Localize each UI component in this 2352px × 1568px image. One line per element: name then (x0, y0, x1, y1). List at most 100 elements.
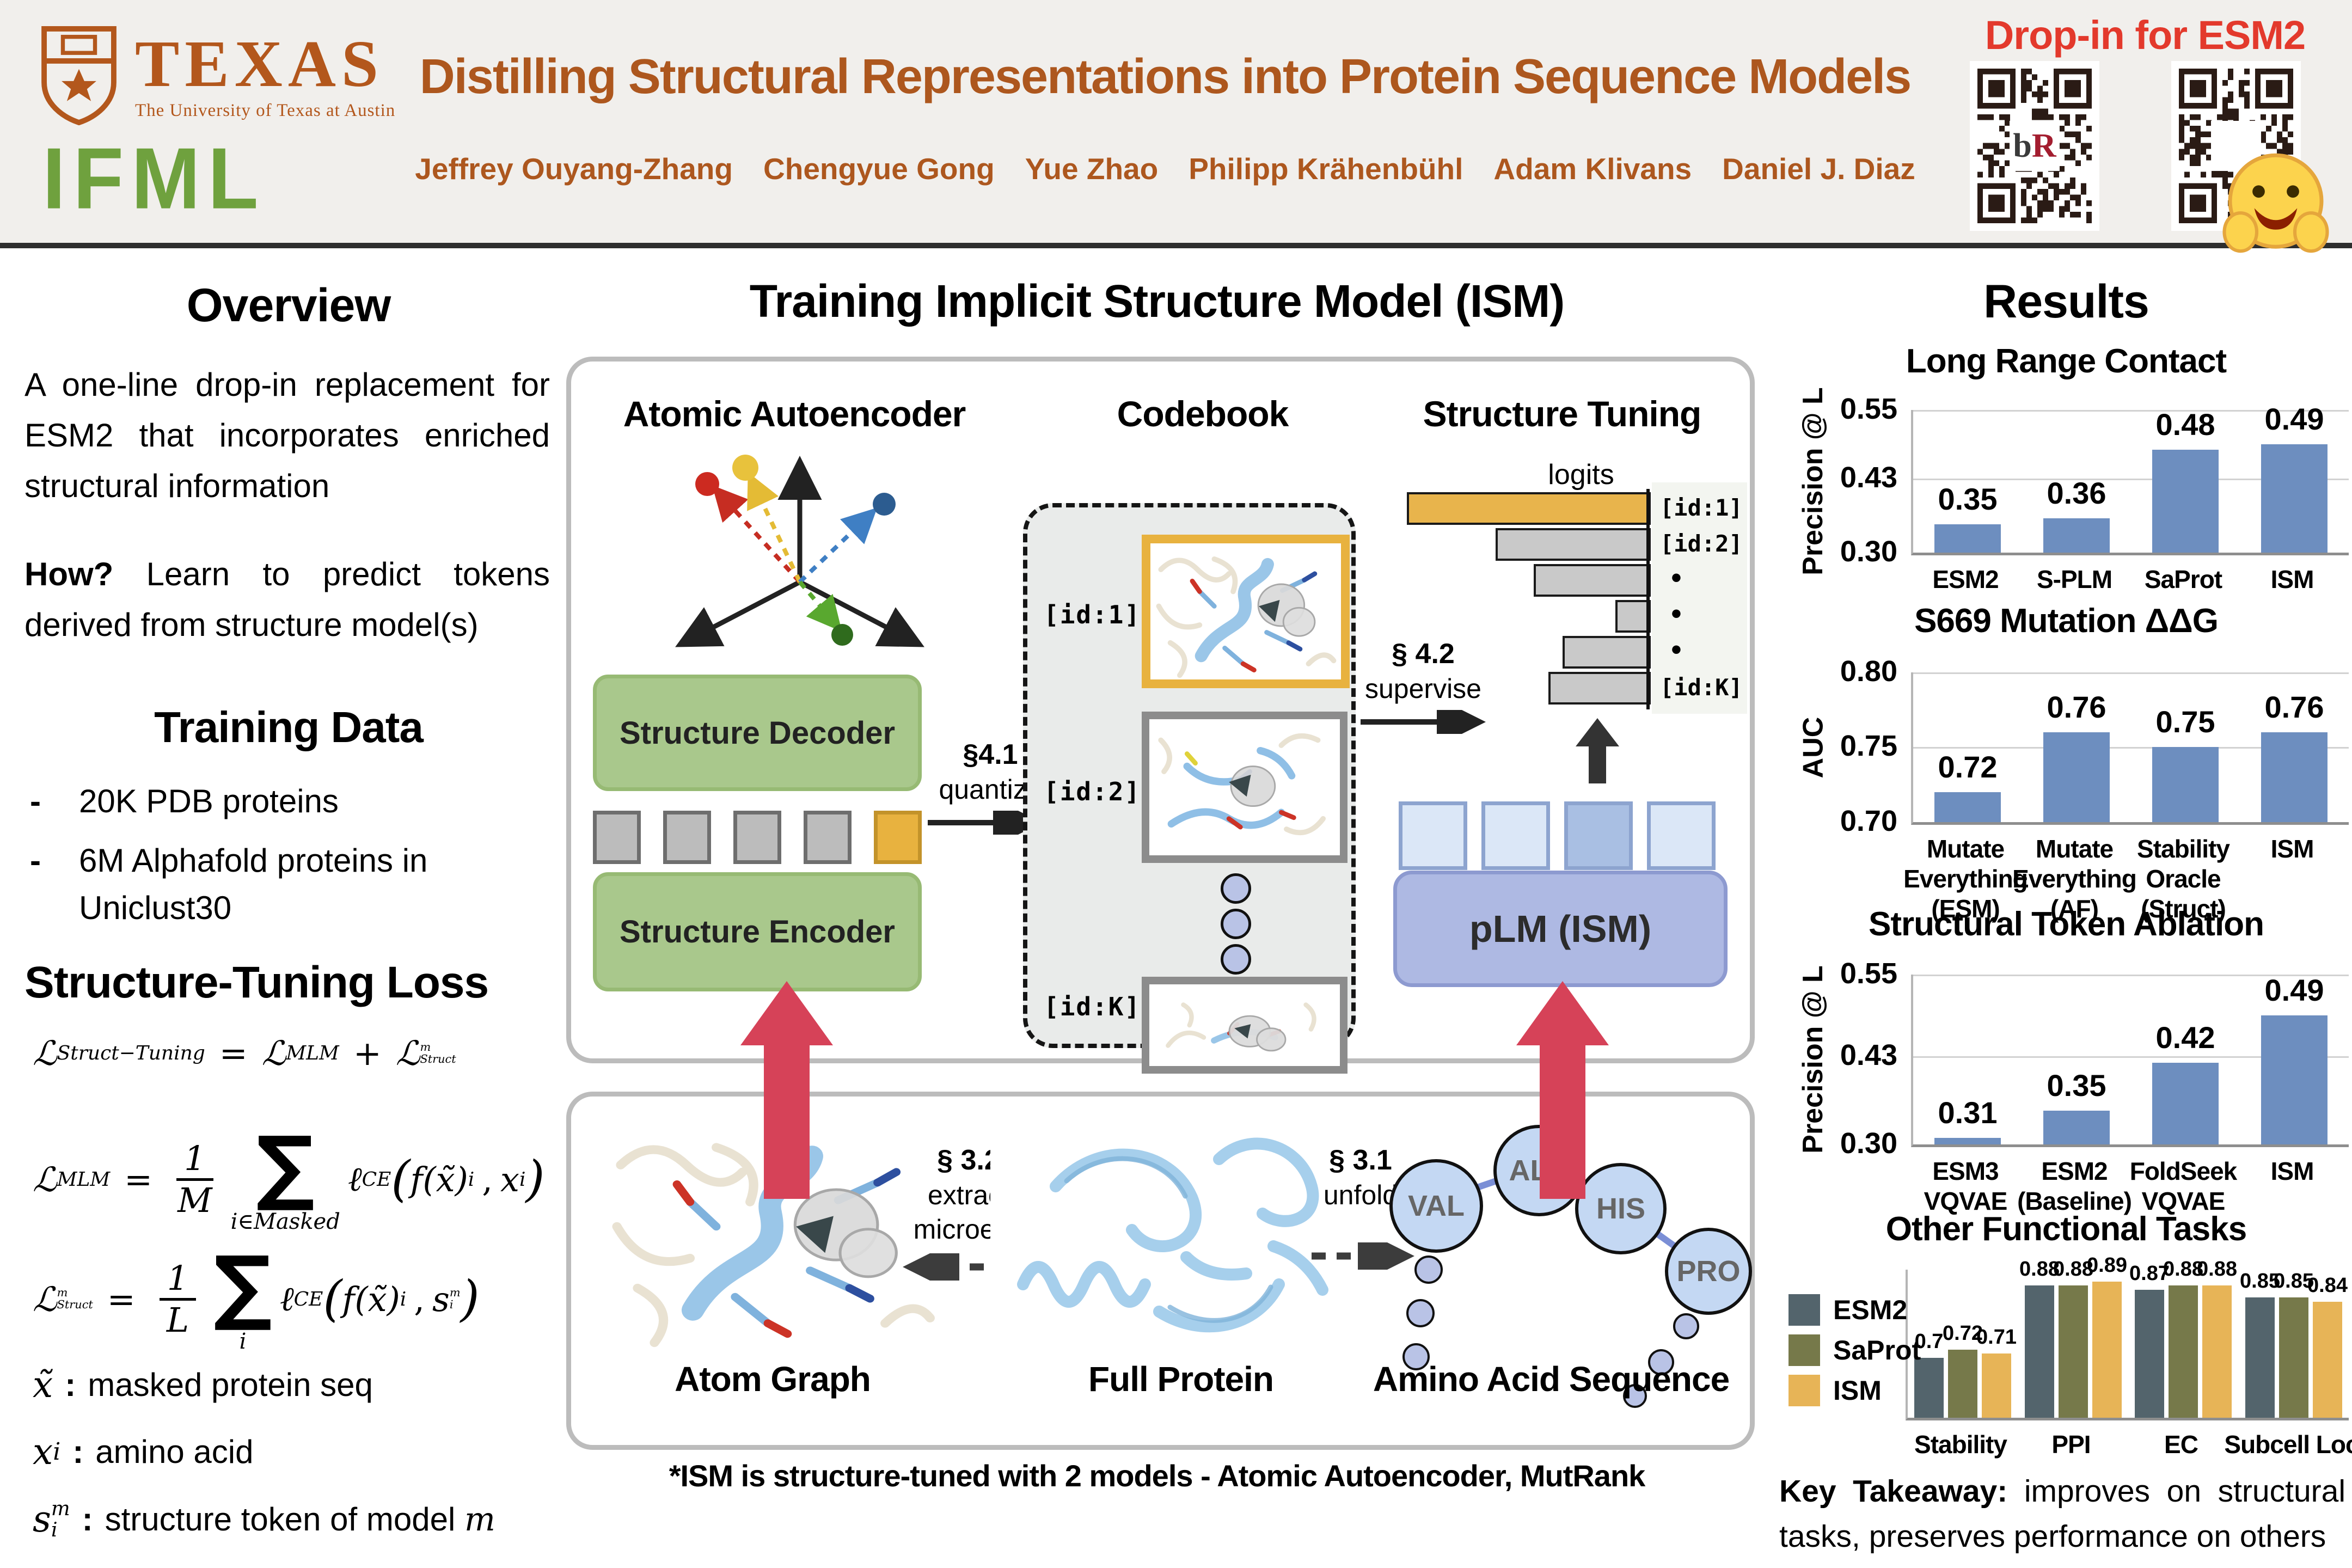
sequence-token (1399, 801, 1467, 870)
bar-esm2 (1914, 1358, 1944, 1418)
bar-value-label: 0.72 (1943, 1322, 1983, 1345)
chart-title: Structural Token Ablation (1869, 905, 2264, 943)
gridline (1913, 1056, 2349, 1058)
sequence-token (1647, 801, 1716, 870)
ism-training-panel: Atomic Autoencoder Codebook Structure Tu… (566, 357, 1755, 1074)
red-up-arrow-left (740, 981, 833, 1199)
bar-value-label: 0.88 (2197, 1258, 2237, 1281)
category-label: FoldSeek VQVAE (2129, 1157, 2238, 1216)
key-takeaway: Key Takeaway: improves on structural tas… (1779, 1474, 2345, 1554)
author-name: Philipp Krähenbühl (1189, 152, 1463, 186)
bar (2152, 747, 2219, 822)
bar-ism (2092, 1282, 2122, 1418)
category-label: Subcell Loc (2224, 1430, 2352, 1459)
bar-saprot (1948, 1350, 1977, 1418)
plm-ism-box: pLM (ISM) (1393, 871, 1728, 987)
category-label: Mutate Everything (AF) (2012, 835, 2137, 923)
latent-token (733, 811, 781, 864)
atom-graph-label: Atom Graph (675, 1359, 871, 1399)
texas-logo: TEXAS The University of Texas at Austin (38, 26, 395, 125)
footnote: *ISM is structure-tuned with 2 models - … (669, 1459, 1646, 1493)
atom-coordinate-axes (675, 455, 924, 647)
section-codebook: Codebook (1117, 394, 1289, 434)
logit-id-label: [id:2] (1660, 530, 1743, 557)
amino-acid-val: VAL (1389, 1159, 1483, 1253)
bar-value-label: 0.76 (2264, 690, 2324, 724)
category-label: Stability (1914, 1430, 2007, 1459)
codebook-image-1 (1142, 535, 1350, 688)
bar-value-label: 0.7 (1914, 1330, 1944, 1353)
university-subtitle: The University of Texas at Austin (135, 100, 396, 120)
bar-value-label: 0.49 (2264, 973, 2324, 1007)
tick-label: 0.55 (1840, 957, 1897, 990)
atom-dot-green (831, 624, 853, 646)
texas-shield-icon (41, 26, 117, 125)
codebook-id-k: [id:K] (1044, 992, 1141, 1021)
bar-value-label: 0.36 (2047, 476, 2106, 510)
bar (2043, 1111, 2110, 1144)
ifml-logo: IFML (42, 130, 266, 228)
bar-value-label: 0.84 (2307, 1274, 2348, 1297)
category-label: SaProt (2144, 565, 2222, 593)
ellipsis-dot (1221, 873, 1251, 904)
logit-id-label: • (1671, 597, 1682, 630)
bar-value-label: 0.85 (2240, 1270, 2280, 1293)
unfold-arrow (1312, 1242, 1414, 1270)
bar (2261, 732, 2328, 822)
tick-label: 0.80 (1840, 655, 1897, 688)
bar (2261, 1015, 2328, 1144)
chart-title: Long Range Contact (1906, 342, 2227, 380)
bar (2261, 444, 2328, 553)
bar-value-label: 0.76 (2047, 690, 2106, 724)
huggingface-icon (2211, 121, 2329, 253)
section-atomic-autoencoder: Atomic Autoencoder (623, 394, 966, 434)
bar-ism (2313, 1302, 2342, 1418)
bar-ism (2202, 1285, 2232, 1418)
legend-color-chip (1788, 1294, 1820, 1326)
codebook-id-2: [id:2] (1044, 777, 1141, 806)
legend-color-chip (1788, 1334, 1820, 1366)
legend-item: ISM (1788, 1375, 1921, 1406)
logit-bar (1615, 600, 1651, 633)
logits-up-arrow (1576, 718, 1619, 783)
red-up-arrow-right (1516, 981, 1609, 1199)
latent-token (663, 811, 711, 864)
author-name: Yue Zhao (1025, 152, 1159, 186)
quantize-arrow (928, 811, 1042, 835)
full-protein-image (990, 1116, 1371, 1355)
category-label: Mutate Everything (ESM) (1903, 835, 2028, 923)
logit-id-label: [id:K] (1660, 674, 1743, 701)
category-label: S-PLM (2036, 565, 2112, 593)
tick-label: 0.75 (1840, 730, 1897, 762)
bar-ism (1982, 1353, 2011, 1418)
chart-title: S669 Mutation ΔΔG (1914, 602, 2219, 640)
chart-title: Other Functional Tasks (1885, 1210, 2247, 1248)
category-label: ISM (2270, 565, 2314, 593)
bar-saprot (2279, 1297, 2308, 1418)
drop-in-banner: Drop-in for ESM2 (1984, 13, 2306, 58)
definition-masked-seq: x̃:masked protein seq (33, 1364, 373, 1406)
author-name: Daniel J. Diaz (1722, 152, 1915, 186)
structure-decoder-box: Structure Decoder (593, 675, 922, 791)
bar-value-label: 0.88 (2053, 1258, 2093, 1281)
bar (2152, 1063, 2219, 1144)
legend-label: SaProt (1833, 1335, 1921, 1365)
bar-value-label: 0.72 (1938, 750, 1998, 784)
logits-axis (1646, 489, 1650, 709)
university-name: TEXAS (135, 27, 384, 101)
ellipsis-dot (1221, 909, 1251, 939)
legend-item: SaProt (1788, 1334, 1921, 1366)
bar (2152, 450, 2219, 553)
overview-paragraph: A one-line drop-in replacement for ESM2 … (24, 366, 550, 504)
bar-esm2 (2025, 1285, 2054, 1418)
